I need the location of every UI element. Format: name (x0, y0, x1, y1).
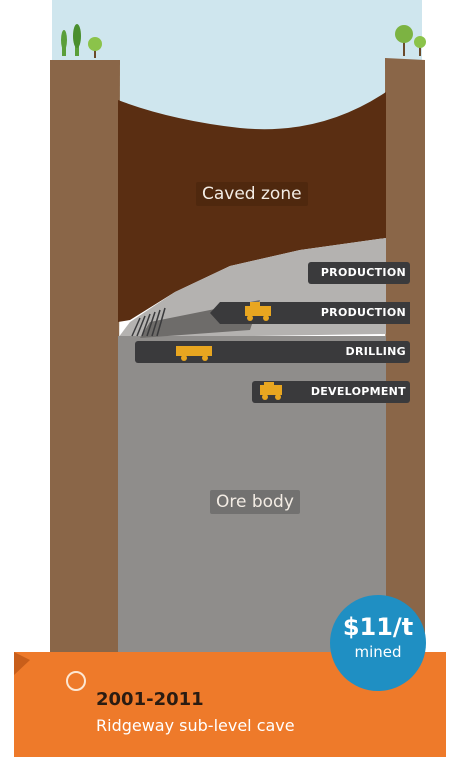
footer-years: 2001-2011 (96, 689, 204, 710)
timeline-dot (66, 671, 86, 691)
footer-banner (14, 652, 446, 757)
level-label-development: DEVELOPMENT (310, 385, 406, 398)
level-bar-development (252, 381, 410, 403)
level-label-production-1: PRODUCTION (320, 266, 406, 279)
ore-body-label: Ore body (210, 490, 300, 514)
loader-icon (245, 302, 271, 321)
truck-icon (260, 382, 282, 400)
banner-fold (14, 652, 30, 675)
left-rock-wall (50, 60, 120, 730)
caved-zone (118, 92, 386, 322)
price-value: $11/t (342, 613, 414, 641)
level-bar-production-1 (308, 262, 410, 284)
footer-caption: Ridgeway sub-level cave (96, 716, 295, 735)
drill-holes (131, 307, 166, 337)
level-label-drilling: DRILLING (345, 345, 406, 358)
price-unit: mined (354, 643, 402, 661)
tree-left-icon (61, 24, 102, 58)
caved-zone-label: Caved zone (196, 182, 308, 206)
drill-rig-icon (176, 346, 212, 361)
price-badge: $11/t mined (330, 595, 426, 691)
level-label-production-2: PRODUCTION (320, 306, 406, 319)
tree-right-icon (395, 25, 426, 56)
